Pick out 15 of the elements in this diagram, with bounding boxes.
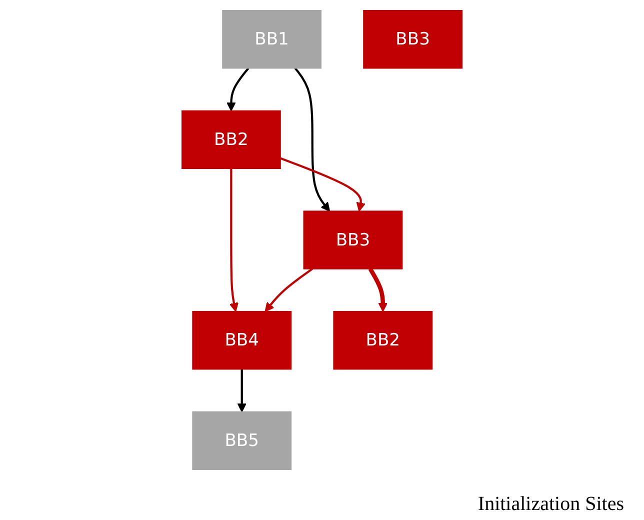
arrow [294,68,330,212]
node-box: BB4 [192,310,292,370]
caption-text: Initialization Sites [478,493,624,516]
arrow [280,157,366,212]
node-box: BB5 [192,411,292,470]
node-box: BB1 [222,10,322,69]
arrow [264,268,314,312]
arrow [368,268,388,312]
arrow [226,68,250,112]
node-box: BB3 [363,10,463,69]
node-box: BB3 [303,210,403,270]
node-box: BB2 [333,310,433,370]
node-box: BB2 [181,110,281,170]
arrow [237,369,247,412]
arrow [229,168,239,312]
